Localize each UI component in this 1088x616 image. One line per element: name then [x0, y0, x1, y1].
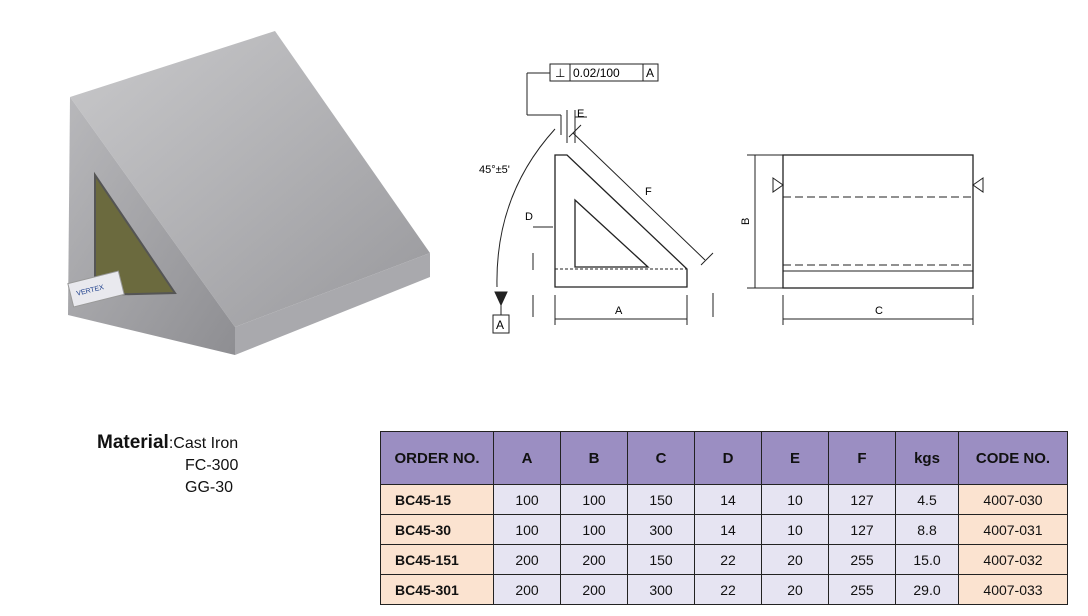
cell-kgs: 4.5: [895, 484, 959, 515]
cell-d: 22: [694, 574, 762, 605]
material-info: Material:Cast Iron FC-300 GG-30: [97, 432, 238, 499]
tolerance-value: 0.02/100: [573, 66, 620, 80]
dim-b: B: [740, 218, 752, 225]
cell-order-no: BC45-151: [380, 544, 494, 575]
cell-a: 100: [493, 514, 561, 545]
material-label: Material: [97, 432, 169, 453]
header-kgs: kgs: [895, 431, 959, 485]
datum-label: A: [496, 318, 504, 332]
material-grade-1: FC-300: [185, 457, 239, 474]
cell-order-no: BC45-15: [380, 484, 494, 515]
tolerance-symbol: ⊥: [555, 66, 565, 80]
material-value: :Cast Iron: [168, 435, 239, 452]
cell-c: 150: [627, 484, 695, 515]
cell-kgs: 29.0: [895, 574, 959, 605]
cell-d: 14: [694, 514, 762, 545]
header-f: F: [828, 431, 896, 485]
table-row: BC45-15 100 100 150 14 10 127 4.5 4007-0…: [380, 484, 1068, 515]
table-row: BC45-151 200 200 150 22 20 255 15.0 4007…: [380, 544, 1068, 575]
header-code-no: CODE NO.: [958, 431, 1068, 485]
cell-d: 14: [694, 484, 762, 515]
header-d: D: [694, 431, 762, 485]
material-grade-2: GG-30: [185, 479, 234, 496]
cell-e: 10: [761, 514, 829, 545]
header-order-no: ORDER NO.: [380, 431, 494, 485]
cell-kgs: 8.8: [895, 514, 959, 545]
cell-b: 200: [560, 574, 628, 605]
cell-f: 255: [828, 544, 896, 575]
header-c: C: [627, 431, 695, 485]
dim-e: E: [577, 108, 584, 120]
cell-code-no: 4007-032: [958, 544, 1068, 575]
cell-code-no: 4007-031: [958, 514, 1068, 545]
table-row: BC45-301 200 200 300 22 20 255 29.0 4007…: [380, 574, 1068, 605]
dim-c: C: [875, 305, 883, 317]
cell-code-no: 4007-030: [958, 484, 1068, 515]
cell-e: 20: [761, 544, 829, 575]
dim-a: A: [615, 305, 623, 317]
dim-d: D: [525, 211, 533, 223]
cell-f: 127: [828, 484, 896, 515]
cell-c: 300: [627, 514, 695, 545]
header-e: E: [761, 431, 829, 485]
cell-b: 100: [560, 514, 628, 545]
cell-e: 10: [761, 484, 829, 515]
cell-e: 20: [761, 574, 829, 605]
tolerance-datum: A: [646, 66, 654, 80]
cell-order-no: BC45-30: [380, 514, 494, 545]
spec-table: ORDER NO. A B C D E F kgs CODE NO. BC45-…: [380, 431, 1068, 605]
cell-c: 300: [627, 574, 695, 605]
dim-f: F: [645, 186, 652, 198]
cell-c: 150: [627, 544, 695, 575]
cell-kgs: 15.0: [895, 544, 959, 575]
header-a: A: [493, 431, 561, 485]
product-photo: VERTEX: [67, 31, 430, 355]
technical-drawing: ⊥ 0.02/100 A 45°±5' A A B C D E F: [479, 63, 984, 334]
cell-a: 100: [493, 484, 561, 515]
cell-b: 200: [560, 544, 628, 575]
cell-a: 200: [493, 574, 561, 605]
cell-d: 22: [694, 544, 762, 575]
cell-a: 200: [493, 544, 561, 575]
table-header-row: ORDER NO. A B C D E F kgs CODE NO.: [380, 431, 1068, 485]
cell-f: 127: [828, 514, 896, 545]
cell-f: 255: [828, 574, 896, 605]
angle-label: 45°±5': [479, 164, 510, 176]
table-row: BC45-30 100 100 300 14 10 127 8.8 4007-0…: [380, 514, 1068, 545]
cell-b: 100: [560, 484, 628, 515]
header-b: B: [560, 431, 628, 485]
cell-order-no: BC45-301: [380, 574, 494, 605]
cell-code-no: 4007-033: [958, 574, 1068, 605]
